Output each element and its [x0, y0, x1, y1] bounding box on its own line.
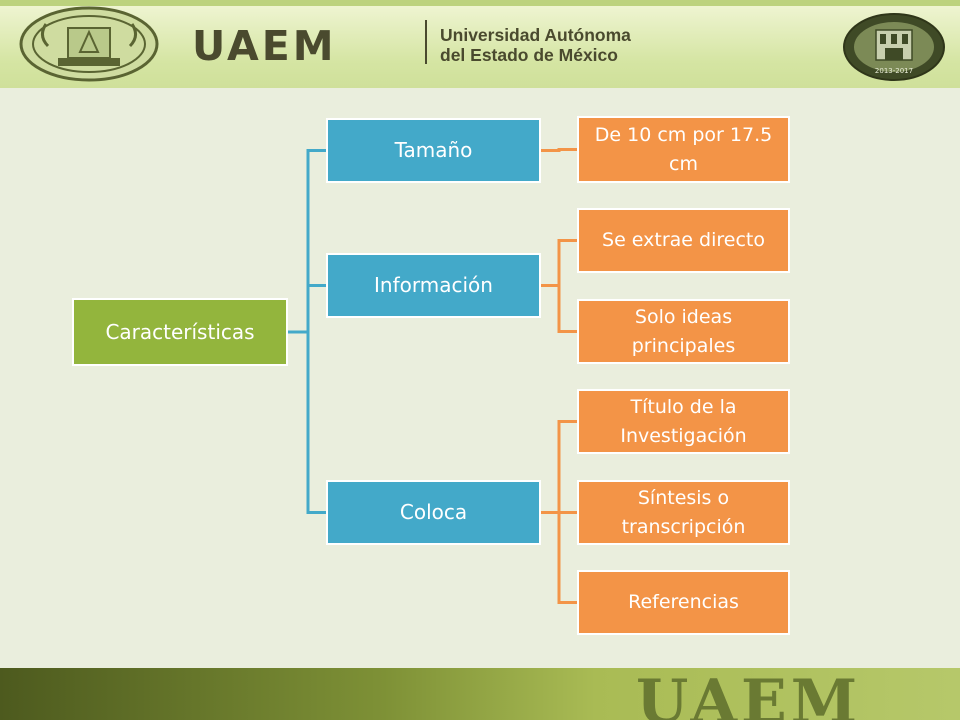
connector-branch-2-to-leaf-0: [541, 420, 577, 514]
connector-root-to-branch-2: [288, 330, 326, 514]
branch-node-tamano: Tamaño: [326, 118, 541, 183]
header-banner: UAEM Universidad Autónoma del Estado de …: [0, 0, 960, 88]
branch-node-informacion: Información: [326, 253, 541, 318]
connector-branch-1-to-leaf-0: [541, 239, 577, 287]
root-node: Características: [72, 298, 288, 366]
leaf-node-se-extrae-directo: Se extrae directo: [577, 208, 790, 273]
university-name: Universidad Autónoma del Estado de Méxic…: [440, 25, 631, 65]
connector-branch-1-to-leaf-1: [541, 284, 577, 333]
connector-branch-0-to-leaf-0: [541, 148, 577, 152]
leaf-node-tamano-size: De 10 cm por 17.5 cm: [577, 116, 790, 183]
footer-uaem-logo: UAEM: [636, 668, 862, 720]
leaf-node-referencias: Referencias: [577, 570, 790, 635]
university-seal-icon: [19, 6, 159, 82]
university-name-line2: del Estado de México: [440, 45, 618, 65]
university-name-line1: Universidad Autónoma: [440, 25, 631, 45]
leaf-node-titulo-investigacion: Título de la Investigación: [577, 389, 790, 454]
administration-seal-years: 2013-2017: [875, 67, 913, 75]
connector-branch-2-to-leaf-2: [541, 511, 577, 604]
administration-seal-icon: 2013-2017: [843, 13, 945, 81]
header-top-strip: [0, 0, 960, 6]
footer-banner: UAEM: [0, 668, 960, 720]
uaem-logo-text: UAEM: [192, 22, 337, 70]
branch-node-coloca: Coloca: [326, 480, 541, 545]
connector-root-to-branch-1: [288, 284, 326, 334]
logo-divider: [425, 20, 427, 64]
leaf-node-solo-ideas-principales: Solo ideas principales: [577, 299, 790, 364]
leaf-node-sintesis-transcripcion: Síntesis o transcripción: [577, 480, 790, 545]
